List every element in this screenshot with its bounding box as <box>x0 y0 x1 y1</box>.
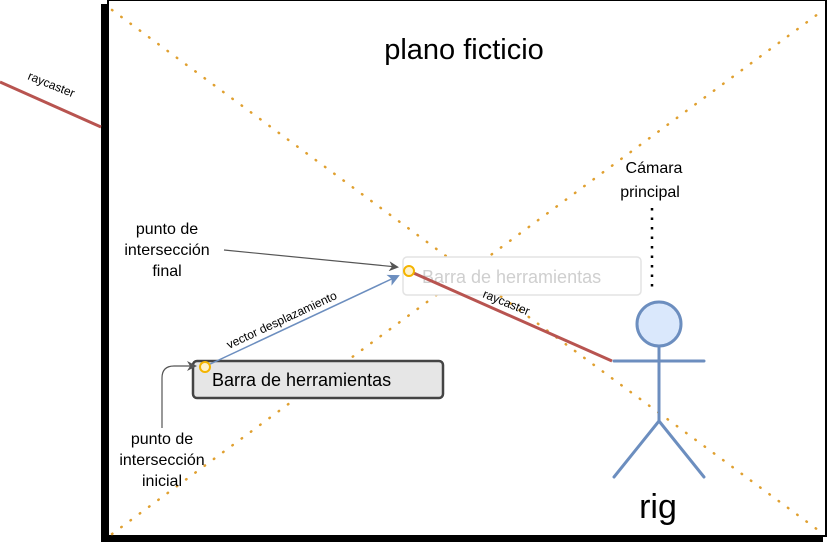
raycaster-left-line <box>0 80 102 129</box>
initial-point-callout-arrow <box>161 361 197 428</box>
plane-title: plano ficticio <box>384 34 544 66</box>
toolbar-final-box <box>402 256 642 296</box>
toolbar-initial-label: Barra de herramientas <box>212 370 391 390</box>
rig-figure[interactable] <box>612 300 706 479</box>
final-point-callout-arrow <box>223 249 399 272</box>
rig-head <box>635 300 683 348</box>
final-point-label-line1: punto de <box>136 221 198 238</box>
rig-right-leg <box>657 419 706 479</box>
raycaster-rig-line <box>408 269 613 363</box>
toolbar-final-label: Barra de herramientas <box>422 267 601 287</box>
camera-label-line1: Cámara <box>626 160 683 177</box>
final-point-label-line2: intersección <box>124 242 209 259</box>
initial-intersection-point[interactable] <box>199 361 211 373</box>
displacement-vector <box>205 274 400 367</box>
camera-label-line2: principal <box>620 184 680 201</box>
final-intersection-point[interactable] <box>403 265 415 277</box>
toolbar-initial[interactable]: Barra de herramientas <box>191 359 445 400</box>
initial-point-label-line1: punto de <box>131 431 193 448</box>
initial-point-label-line2: intersección <box>119 452 204 469</box>
rig-label: rig <box>639 488 677 526</box>
final-point-label-line3: final <box>152 263 181 280</box>
rig-left-leg <box>612 419 661 479</box>
initial-point-label-line3: inicial <box>142 473 182 490</box>
toolbar-final[interactable]: Barra de herramientas <box>402 256 642 296</box>
toolbar-initial-box <box>191 359 445 400</box>
